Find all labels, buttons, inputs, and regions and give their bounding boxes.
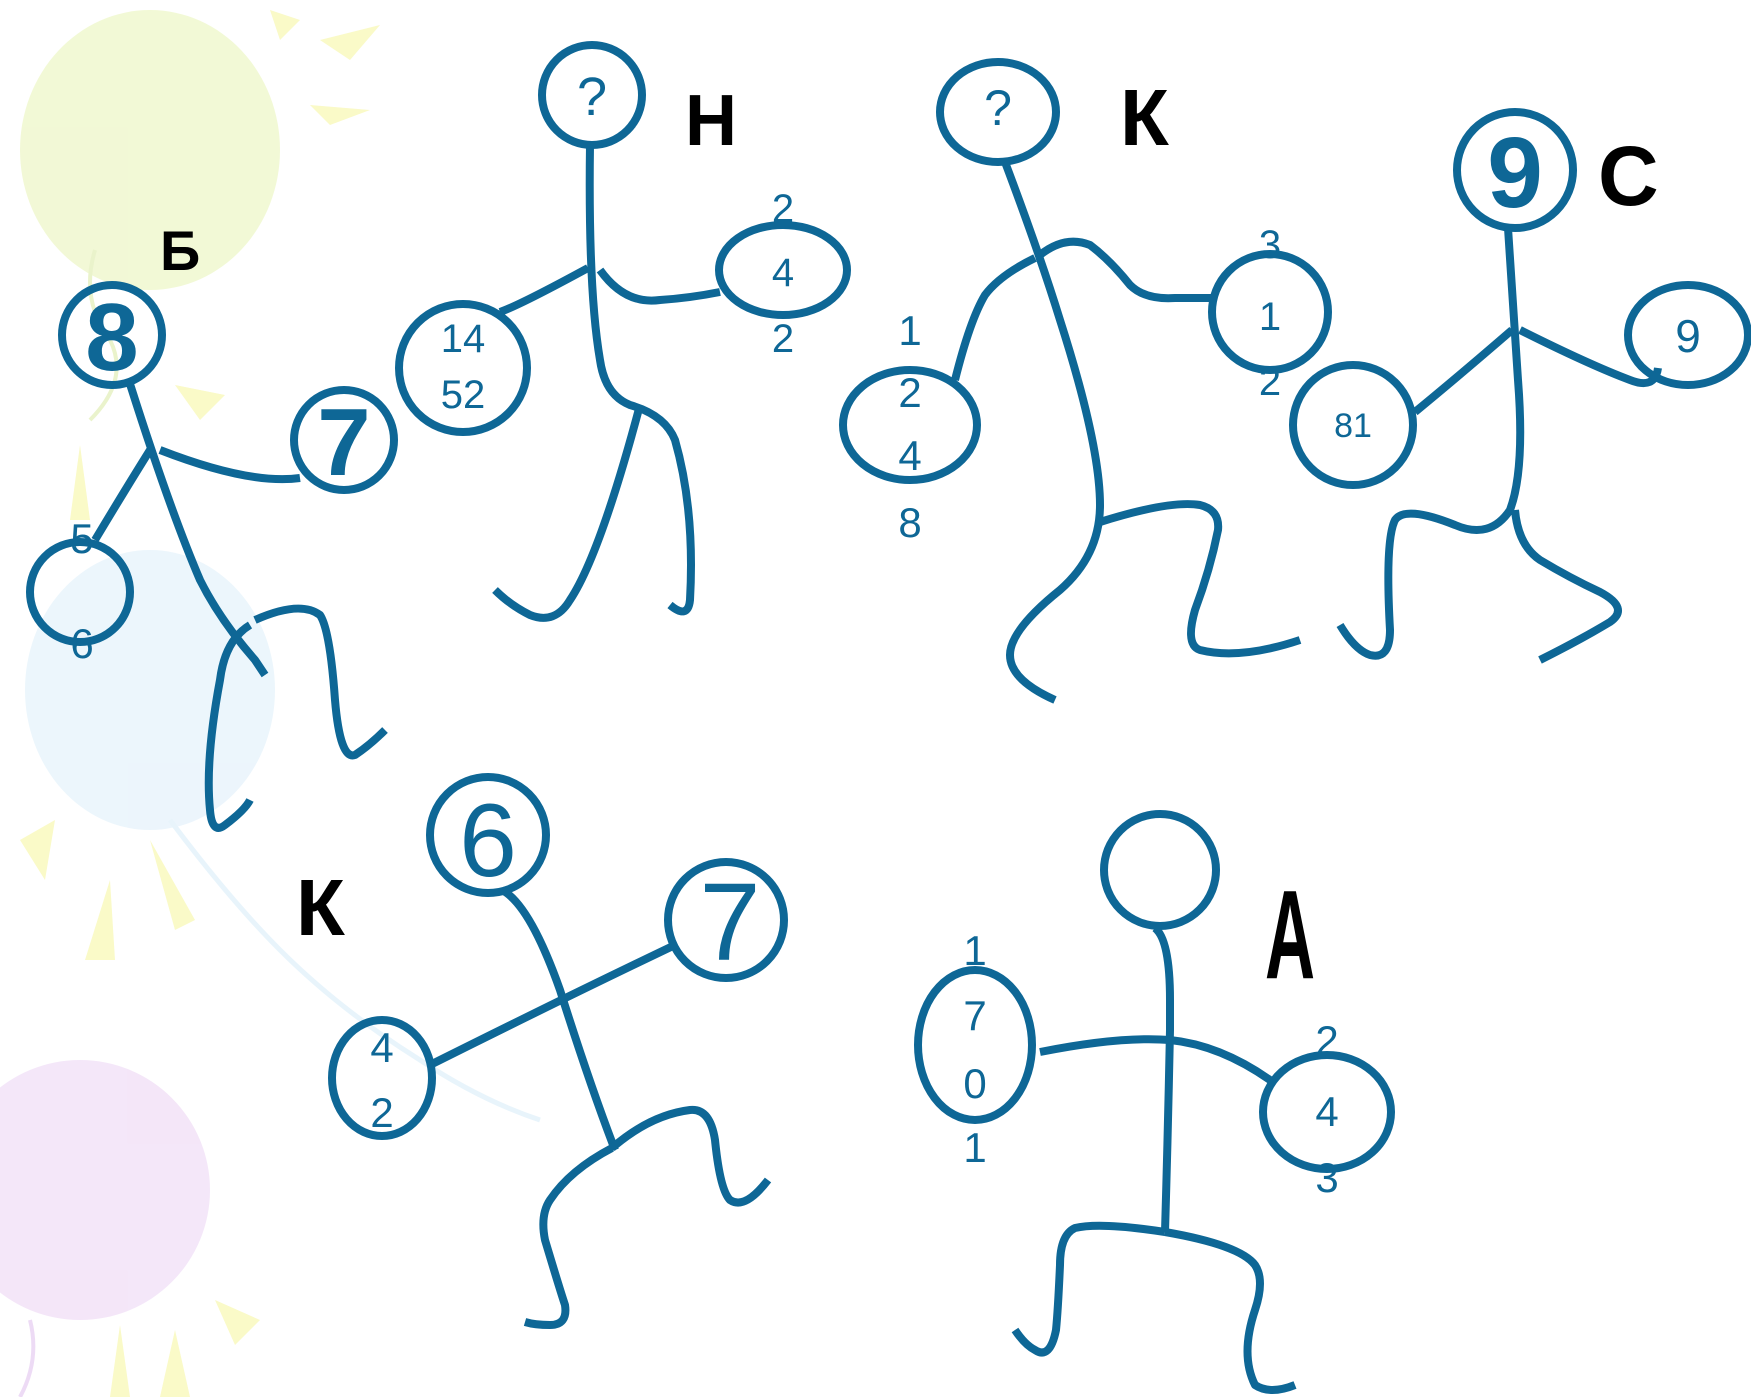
leg-right <box>1511 509 1622 664</box>
hand-left-number-2: 2 <box>898 369 921 416</box>
hand-right-number: 7 <box>699 861 760 984</box>
body-line <box>126 382 269 678</box>
leg-left <box>492 403 644 622</box>
head-circle <box>426 773 550 897</box>
figure-b: Б 8 7 5 6 <box>26 219 398 832</box>
arm-line <box>428 941 677 1069</box>
arm-right <box>158 446 301 484</box>
hand-left-number-2: 7 <box>963 992 986 1039</box>
hand-right-number-1: 2 <box>1315 1017 1338 1064</box>
leg-left <box>523 1144 614 1329</box>
hand-right-number-1: 3 <box>1259 223 1281 267</box>
hand-left-number-4: 1 <box>963 1124 986 1171</box>
arm-left <box>498 264 590 316</box>
leg-left <box>1011 1221 1166 1357</box>
leg-right <box>609 1105 772 1207</box>
hand-right-number-3: 2 <box>772 317 794 361</box>
hand-right-number-2: 4 <box>772 251 794 295</box>
body-line <box>585 144 695 616</box>
hand-right-circle <box>715 221 851 319</box>
head-circle <box>1453 108 1577 232</box>
hand-left-number-1: 1 <box>898 307 921 354</box>
figure-letter: С <box>1598 129 1659 223</box>
figure-k-top: К ? 1 2 4 8 3 1 2 <box>839 58 1332 704</box>
body-and-leg-left <box>1336 227 1525 660</box>
hand-left-circle <box>914 966 1036 1124</box>
hand-left-number-2: 2 <box>370 1089 393 1136</box>
hand-left-number-3: 0 <box>963 1060 986 1107</box>
arm-right <box>596 267 721 305</box>
hand-left-circle <box>839 366 981 484</box>
hand-right-circle <box>1259 1051 1395 1173</box>
head-symbol: ? <box>577 67 607 127</box>
leg-left <box>204 621 254 832</box>
leg-right <box>1164 1228 1297 1394</box>
hand-left-number-2: 6 <box>70 620 93 667</box>
figure-k-bottom: К 6 7 4 2 <box>296 773 788 1329</box>
head-circle <box>58 281 166 389</box>
hand-right-number: 9 <box>1675 310 1701 362</box>
hand-left-circle <box>1289 361 1417 489</box>
hand-right-circle <box>664 858 788 982</box>
arm-line <box>1039 1035 1273 1084</box>
leg-right <box>253 604 388 760</box>
figure-a: А 1 7 0 1 2 4 3 <box>914 810 1395 1394</box>
arm-left <box>951 254 1037 381</box>
body-line <box>1152 924 1174 1233</box>
hand-left-number-1: 5 <box>70 515 93 562</box>
figure-letter: А <box>1265 864 1315 1005</box>
head-circle <box>538 41 646 149</box>
head-circle <box>936 58 1060 166</box>
hand-left-number: 81 <box>1334 407 1372 445</box>
balloon-decoration <box>0 10 541 1397</box>
hand-left-number-4: 8 <box>898 499 921 546</box>
hand-right-circle <box>290 386 398 494</box>
figure-letter: К <box>1120 73 1169 162</box>
hand-right-number: 7 <box>317 389 370 496</box>
figure-letter: К <box>296 863 345 952</box>
hand-right-circle <box>1624 281 1751 389</box>
arm-left <box>91 447 154 543</box>
hand-right-number-3: 2 <box>1259 360 1281 404</box>
head-circle <box>1100 810 1220 930</box>
hand-left-number-3: 4 <box>898 432 921 479</box>
head-symbol: ? <box>984 80 1012 136</box>
head-number: 9 <box>1487 117 1543 229</box>
hand-left-circle <box>26 538 134 646</box>
leg-right <box>1098 500 1302 658</box>
hand-left-number-1: 1 <box>963 927 986 974</box>
hand-left-number-1: 4 <box>370 1024 393 1071</box>
arm-left <box>1412 326 1515 416</box>
head-number: 6 <box>459 783 517 899</box>
figure-letter: Н <box>685 81 737 161</box>
hand-right-number-1: 2 <box>772 187 794 231</box>
hand-left-circle <box>328 1016 436 1140</box>
hand-left-circle <box>395 300 531 436</box>
head-number: 8 <box>85 284 138 391</box>
hand-right-number-3: 3 <box>1315 1154 1338 1201</box>
figure-s: С 9 81 9 <box>1289 108 1751 664</box>
hand-right-number-2: 1 <box>1259 295 1281 339</box>
hand-right-circle <box>1208 250 1332 374</box>
hand-right-number-2: 4 <box>1315 1088 1338 1135</box>
figure-n: Н ? 14 52 2 4 2 <box>395 41 851 622</box>
hand-left-number-2: 52 <box>441 373 486 417</box>
hand-left-number-1: 14 <box>441 317 486 361</box>
figure-letter: Б <box>160 219 200 282</box>
arm-right <box>1037 237 1215 303</box>
sunburst-decoration <box>20 10 380 1397</box>
